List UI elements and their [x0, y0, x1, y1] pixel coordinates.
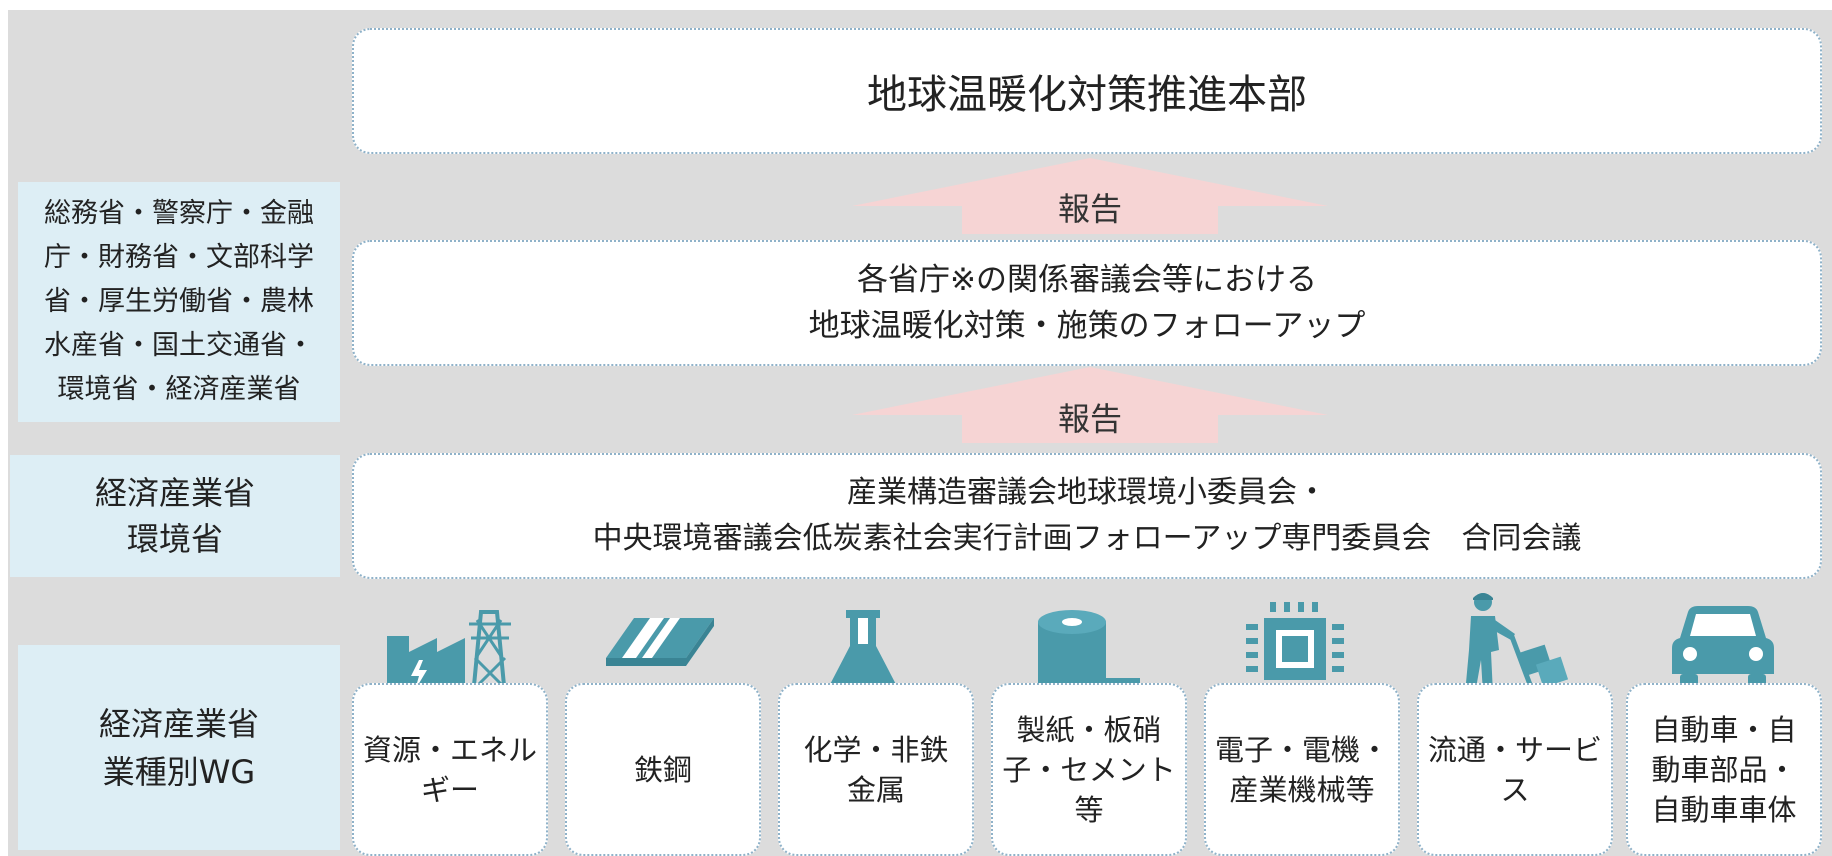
headquarters-title: 地球温暖化対策推進本部 [867, 72, 1307, 118]
ministries-line-1: 総務省・警察庁・金融 [44, 198, 314, 229]
wg-box-chemicals: 化学・非鉄 金属 [778, 683, 974, 856]
meti-moe-line-1: 経済産業省 [94, 474, 255, 512]
wg-label-line-1: 経済産業省 [98, 704, 259, 743]
wg-electronics-line-2: 産業機械等 [1229, 772, 1375, 807]
report-label-upper: 報告 [1057, 190, 1123, 228]
report-arrow-lower [852, 367, 1328, 443]
wg-chemicals-line-1: 化学・非鉄 [803, 732, 949, 767]
wg-box-electronics: 電子・電機・ 産業機械等 [1204, 683, 1400, 856]
wg-box-distribution: 流通・サービ ス [1417, 683, 1613, 856]
report-label-lower: 報告 [1057, 400, 1123, 438]
wg-steel-line-1: 鉄鋼 [633, 752, 692, 787]
followup-line-1: 各省庁※の関係審議会等における [857, 262, 1317, 298]
steel-icon [606, 618, 714, 666]
wg-label-line-2: 業種別WG [102, 752, 256, 791]
wg-box-steel: 鉄鋼 [565, 683, 761, 856]
followup-box: 各省庁※の関係審議会等における 地球温暖化対策・施策のフォローアップ [352, 240, 1822, 366]
joint-council-box: 産業構造審議会地球環境小委員会・ 中央環境審議会低炭素社会実行計画フォローアップ… [352, 453, 1822, 579]
wg-automobile-line-2: 動車部品・ [1651, 752, 1797, 787]
wg-chemicals-line-2: 金属 [846, 772, 905, 807]
wg-box-paper: 製紙・板硝 子・セメント 等 [991, 683, 1187, 856]
ministries-line-2: 庁・財務省・文部科学 [44, 242, 314, 273]
wg-box-automobile: 自動車・自 動車部品・ 自動車車体 [1626, 683, 1822, 856]
wg-energy-line-2: ギー [420, 772, 479, 807]
wg-automobile-line-3: 自動車車体 [1651, 792, 1797, 827]
ministries-line-5: 環境省・経済産業省 [57, 374, 301, 405]
wg-automobile-line-1: 自動車・自 [1651, 712, 1797, 747]
wg-label-box: 経済産業省 業種別WG [18, 645, 340, 850]
factory-icon [387, 610, 511, 698]
followup-line-2: 地球温暖化対策・施策のフォローアップ [808, 308, 1366, 344]
wg-distribution-line-2: ス [1500, 772, 1530, 807]
wg-paper-line-2: 子・セメント [1002, 752, 1176, 787]
wg-box-energy: 資源・エネル ギー [352, 683, 548, 856]
wg-paper-line-3: 等 [1074, 792, 1104, 827]
ministries-box: 総務省・警察庁・金融 庁・財務省・文部科学 省・厚生労働省・農林 水産省・国土交… [18, 182, 340, 422]
meti-moe-line-2: 環境省 [126, 520, 223, 558]
wg-distribution-line-1: 流通・サービ [1427, 732, 1602, 767]
chip-icon [1246, 602, 1344, 696]
meti-moe-box: 経済産業省 環境省 [10, 455, 340, 577]
wg-electronics-line-1: 電子・電機・ [1214, 732, 1389, 767]
wg-energy-line-1: 資源・エネル [362, 732, 537, 767]
flask-icon [824, 610, 902, 696]
ministries-line-4: 水産省・国土交通省・ [44, 330, 314, 361]
paper-roll-icon [1038, 610, 1140, 702]
ministries-line-3: 省・厚生労働省・農林 [44, 286, 314, 317]
report-arrow-upper [852, 158, 1328, 234]
wg-paper-line-1: 製紙・板硝 [1016, 712, 1162, 747]
car-icon [1672, 606, 1774, 688]
headquarters-box: 地球温暖化対策推進本部 [352, 28, 1822, 154]
joint-council-line-2: 中央環境審議会低炭素社会実行計画フォローアップ専門委員会 合同会議 [592, 521, 1582, 556]
joint-council-line-1: 産業構造審議会地球環境小委員会・ [847, 475, 1327, 510]
